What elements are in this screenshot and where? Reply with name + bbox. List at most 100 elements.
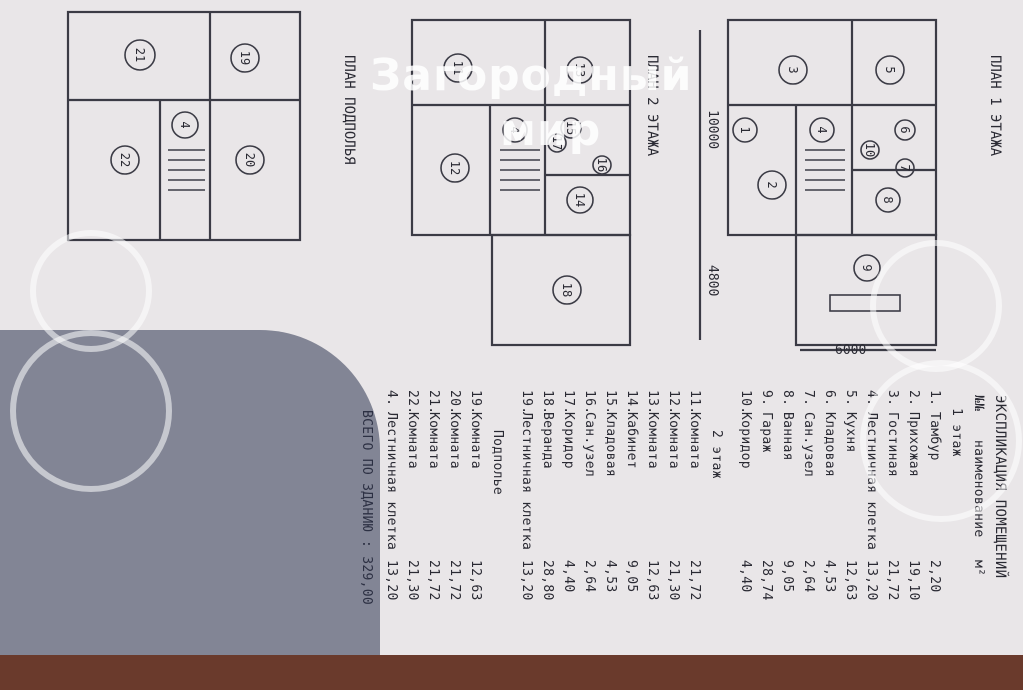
- room-number-basement-3: 22: [118, 153, 132, 167]
- row-name-0-5: Кладовая: [822, 412, 837, 478]
- row-area-1-2: 12,63: [645, 560, 660, 601]
- room-number-floor1-2: 3: [786, 66, 800, 73]
- row-area-0-6: 2,64: [801, 560, 816, 593]
- row-area-2-2: 21,72: [426, 560, 441, 601]
- row-name-1-8: Лестничная клетка: [519, 412, 534, 551]
- row-area-0-3: 13,20: [864, 560, 879, 601]
- row-name-1-7: Веранда: [540, 412, 555, 469]
- row-name-1-6: Коридор: [561, 412, 576, 469]
- row-no-1-8: 19.: [519, 390, 534, 415]
- room-number-basement-0: 19: [238, 51, 252, 65]
- row-no-2-1: 20.: [447, 390, 462, 415]
- row-no-0-5: 6.: [822, 390, 837, 407]
- row-area-0-2: 21,72: [885, 560, 900, 601]
- row-no-0-6: 7.: [801, 390, 816, 407]
- room-number-floor1-4: 5: [883, 66, 897, 73]
- row-name-1-4: Кладовая: [603, 412, 618, 478]
- room-number-floor1-6: 7: [898, 164, 912, 171]
- row-name-0-9: Коридор: [738, 412, 753, 469]
- row-name-1-0: Комната: [687, 412, 702, 469]
- watermark-ornament-left-2: [10, 330, 172, 492]
- row-area-1-6: 4,40: [561, 560, 576, 593]
- row-area-1-3: 9,05: [624, 560, 639, 593]
- row-area-0-4: 12,63: [843, 560, 858, 601]
- row-no-0-8: 9.: [759, 390, 774, 407]
- row-area-0-8: 28,74: [759, 560, 774, 601]
- row-no-2-3: 22.: [405, 390, 420, 415]
- room-number-floor2-2: 13: [573, 63, 587, 77]
- row-area-2-4: 13,20: [384, 560, 399, 601]
- room-number-floor2-4: 14: [573, 193, 587, 207]
- row-area-0-5: 4,53: [822, 560, 837, 593]
- row-no-1-3: 14.: [624, 390, 639, 415]
- row-name-0-8: Гараж: [759, 412, 774, 453]
- row-no-2-0: 19.: [468, 390, 483, 415]
- veranda-outline: [490, 233, 632, 347]
- room-number-floor1-3: 4: [815, 126, 829, 133]
- room-number-floor2-5: 15: [564, 121, 578, 135]
- room-number-floor2-7: 17: [550, 136, 564, 150]
- row-no-1-1: 12.: [666, 390, 681, 415]
- watermark-line1: Загородный: [370, 50, 693, 101]
- section-title-1: 2 этаж: [709, 430, 724, 479]
- row-no-1-2: 13.: [645, 390, 660, 415]
- row-area-1-0: 21,72: [687, 560, 702, 601]
- watermark-ornament-right: [870, 240, 1002, 372]
- row-area-2-1: 21,72: [447, 560, 462, 601]
- row-name-2-3: Комната: [405, 412, 420, 469]
- room-number-floor1-5: 6: [898, 126, 912, 133]
- row-no-0-9: 10.: [738, 390, 753, 415]
- room-number-basement-4: 4: [178, 121, 192, 128]
- row-no-1-0: 11.: [687, 390, 702, 415]
- row-area-0-1: 19,10: [906, 560, 921, 601]
- row-name-2-2: Комната: [426, 412, 441, 469]
- section-title-2: Подполье: [490, 430, 505, 496]
- row-name-2-1: Комната: [447, 412, 462, 469]
- row-name-0-4: Кухня: [843, 412, 858, 453]
- row-area-1-1: 21,30: [666, 560, 681, 601]
- row-area-0-9: 4,40: [738, 560, 753, 593]
- room-number-basement-1: 20: [243, 153, 257, 167]
- room-number-floor2-0: 11: [451, 61, 465, 75]
- basement-outline: [66, 10, 302, 242]
- row-area-0-7: 9,05: [780, 560, 795, 593]
- row-name-1-2: Комната: [645, 412, 660, 469]
- row-name-0-7: Ванная: [780, 412, 795, 461]
- row-no-1-7: 18.: [540, 390, 555, 415]
- dimension-4800: 4800: [705, 265, 720, 297]
- basement-title: ПЛАН ПОДПОЛЬЯ: [341, 55, 357, 165]
- row-no-0-7: 8.: [780, 390, 795, 407]
- room-number-floor1-0: 1: [738, 126, 752, 133]
- row-no-0-4: 5.: [843, 390, 858, 407]
- row-no-2-4: 4.: [384, 390, 399, 407]
- watermark-line2: мир: [500, 105, 602, 156]
- room-number-floor2-6: 16: [595, 158, 609, 172]
- row-area-2-0: 12,63: [468, 560, 483, 601]
- row-name-2-4: Лестничная клетка: [384, 412, 399, 551]
- row-area-1-5: 2,64: [582, 560, 597, 593]
- room-number-basement-2: 21: [133, 48, 147, 62]
- row-area-1-7: 28,80: [540, 560, 555, 601]
- room-number-floor1-8: 9: [860, 264, 874, 271]
- row-no-1-6: 17.: [561, 390, 576, 415]
- row-name-2-0: Комната: [468, 412, 483, 469]
- row-area-0-0: 2,20: [927, 560, 942, 593]
- floor1-title: ПЛАН 1 ЭТАЖА: [987, 55, 1003, 157]
- dimension-6000: 6000: [835, 343, 867, 358]
- dimension-10000: 10000: [705, 110, 720, 150]
- header-area: м²: [971, 560, 986, 577]
- room-number-floor1-7: 8: [881, 196, 895, 203]
- room-number-floor1-9: 10: [863, 143, 877, 157]
- row-no-1-5: 16.: [582, 390, 597, 415]
- room-number-floor2-8: 18: [560, 283, 574, 297]
- room-number-floor1-1: 2: [765, 181, 779, 188]
- row-name-1-1: Комната: [666, 412, 681, 469]
- row-no-2-2: 21.: [426, 390, 441, 415]
- watermark-ornament-right-2: [860, 360, 1022, 522]
- room-number-floor2-1: 12: [448, 161, 462, 175]
- row-name-0-6: Сан.узел: [801, 412, 816, 478]
- room-number-floor2-3: 4: [508, 126, 522, 133]
- row-area-1-8: 13,20: [519, 560, 534, 601]
- row-area-2-3: 21,30: [405, 560, 420, 601]
